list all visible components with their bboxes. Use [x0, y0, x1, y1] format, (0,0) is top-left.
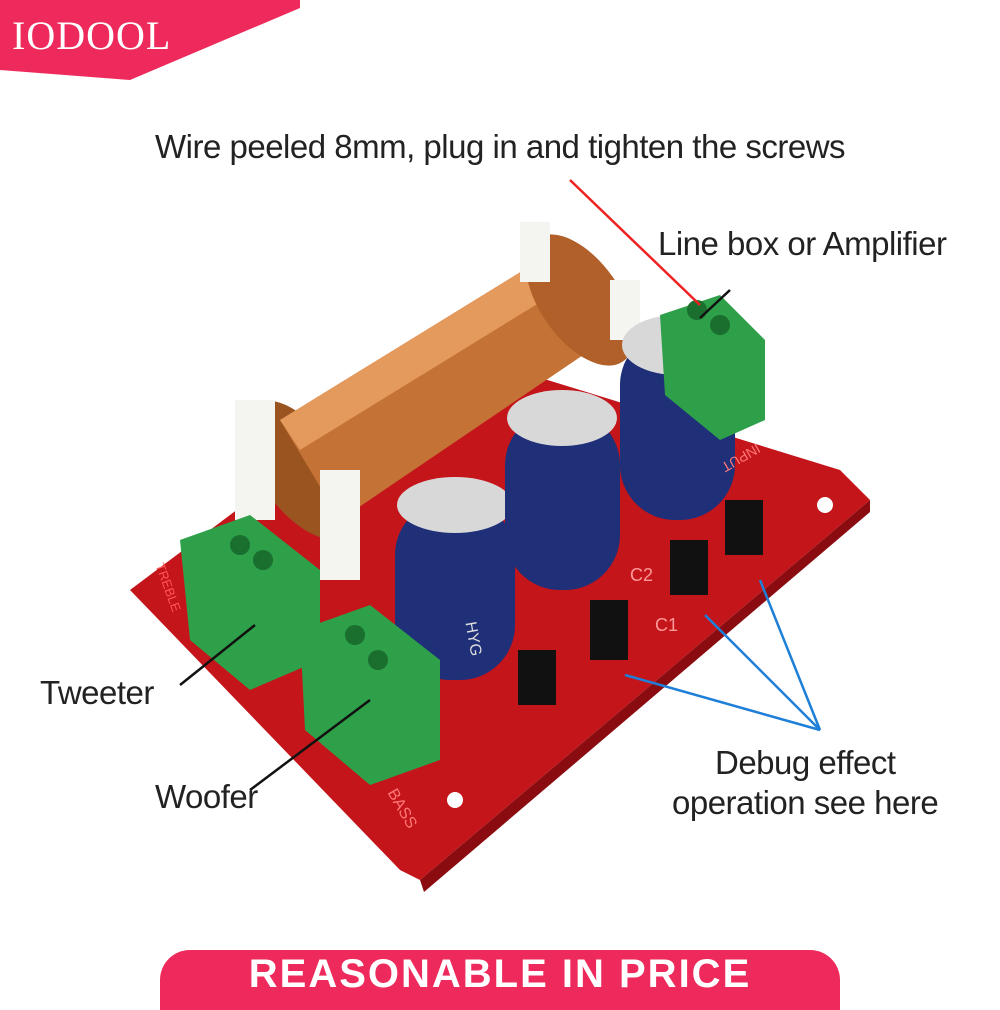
jumpers [518, 500, 763, 705]
mounting-hole [447, 792, 463, 808]
leader-line-tweeter [179, 624, 256, 686]
logo-banner [0, 0, 300, 80]
marking-c2: C2 [630, 565, 654, 585]
marking-c1: C1 [655, 615, 679, 635]
leader-line-wire [569, 179, 701, 306]
label-tweeter: Tweeter [40, 674, 154, 711]
label-input: Line box or Amplifier [658, 225, 947, 262]
terminal-blocks [180, 295, 765, 785]
bottom-banner-text: REASONABLE IN PRICE [248, 952, 752, 996]
label-debug-2: operation see here [672, 784, 939, 821]
brand-logo: IODOOL [12, 13, 172, 58]
label-woofer: Woofer [155, 778, 258, 815]
leader-line-input [699, 289, 731, 319]
label-wire: Wire peeled 8mm, plug in and tighten the… [155, 128, 846, 165]
leader-line-woofer [249, 699, 371, 791]
label-debug-1: Debug effect [715, 744, 896, 781]
leader-lines-debug [624, 579, 822, 732]
mounting-hole [817, 497, 833, 513]
terminal-screws [230, 300, 730, 670]
inductor-coil [235, 222, 640, 580]
